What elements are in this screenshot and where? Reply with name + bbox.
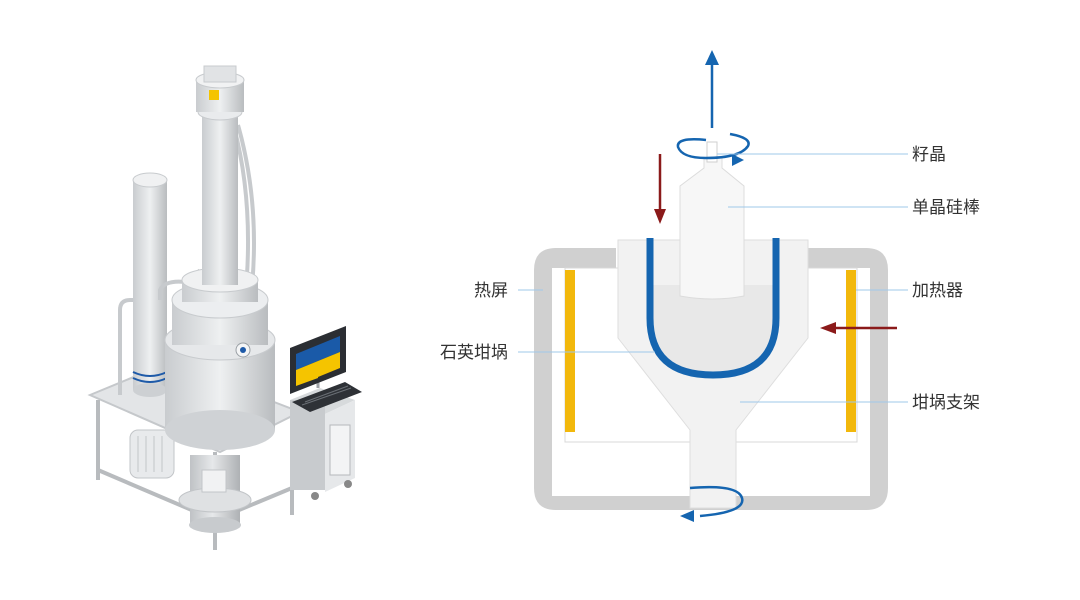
pull-up-arrow xyxy=(705,50,719,128)
machine-main-chamber xyxy=(164,267,276,450)
downward-red-arrow xyxy=(654,154,666,224)
machine-base-column xyxy=(178,455,252,533)
label-single-crystal-rod: 单晶硅棒 xyxy=(912,198,980,218)
furnace-cross-section xyxy=(518,50,908,522)
heat-input-red-arrow xyxy=(820,322,897,334)
label-seed-crystal: 籽晶 xyxy=(912,145,946,165)
label-heat-shield: 热屏 xyxy=(474,281,508,301)
machine-monitor xyxy=(290,326,346,394)
quartz-crucible-wall xyxy=(646,238,780,379)
machine-fan xyxy=(129,429,175,479)
crucible-rotation-arrow xyxy=(680,485,744,522)
heater-right xyxy=(846,270,856,432)
machine-keyboard xyxy=(292,382,362,412)
machine-control-cabinet xyxy=(290,388,355,500)
single-crystal-rod xyxy=(679,157,745,300)
label-quartz-crucible: 石英坩埚 xyxy=(440,343,508,363)
seed-crystal xyxy=(706,141,718,163)
melt xyxy=(650,285,776,375)
label-heater: 加热器 xyxy=(912,281,963,301)
label-crucible-support: 坩埚支架 xyxy=(912,393,980,413)
machine-tower xyxy=(195,65,245,285)
machine-illustration xyxy=(87,65,362,550)
seed-rotation-arrow xyxy=(676,132,750,166)
heater-left xyxy=(565,270,575,432)
